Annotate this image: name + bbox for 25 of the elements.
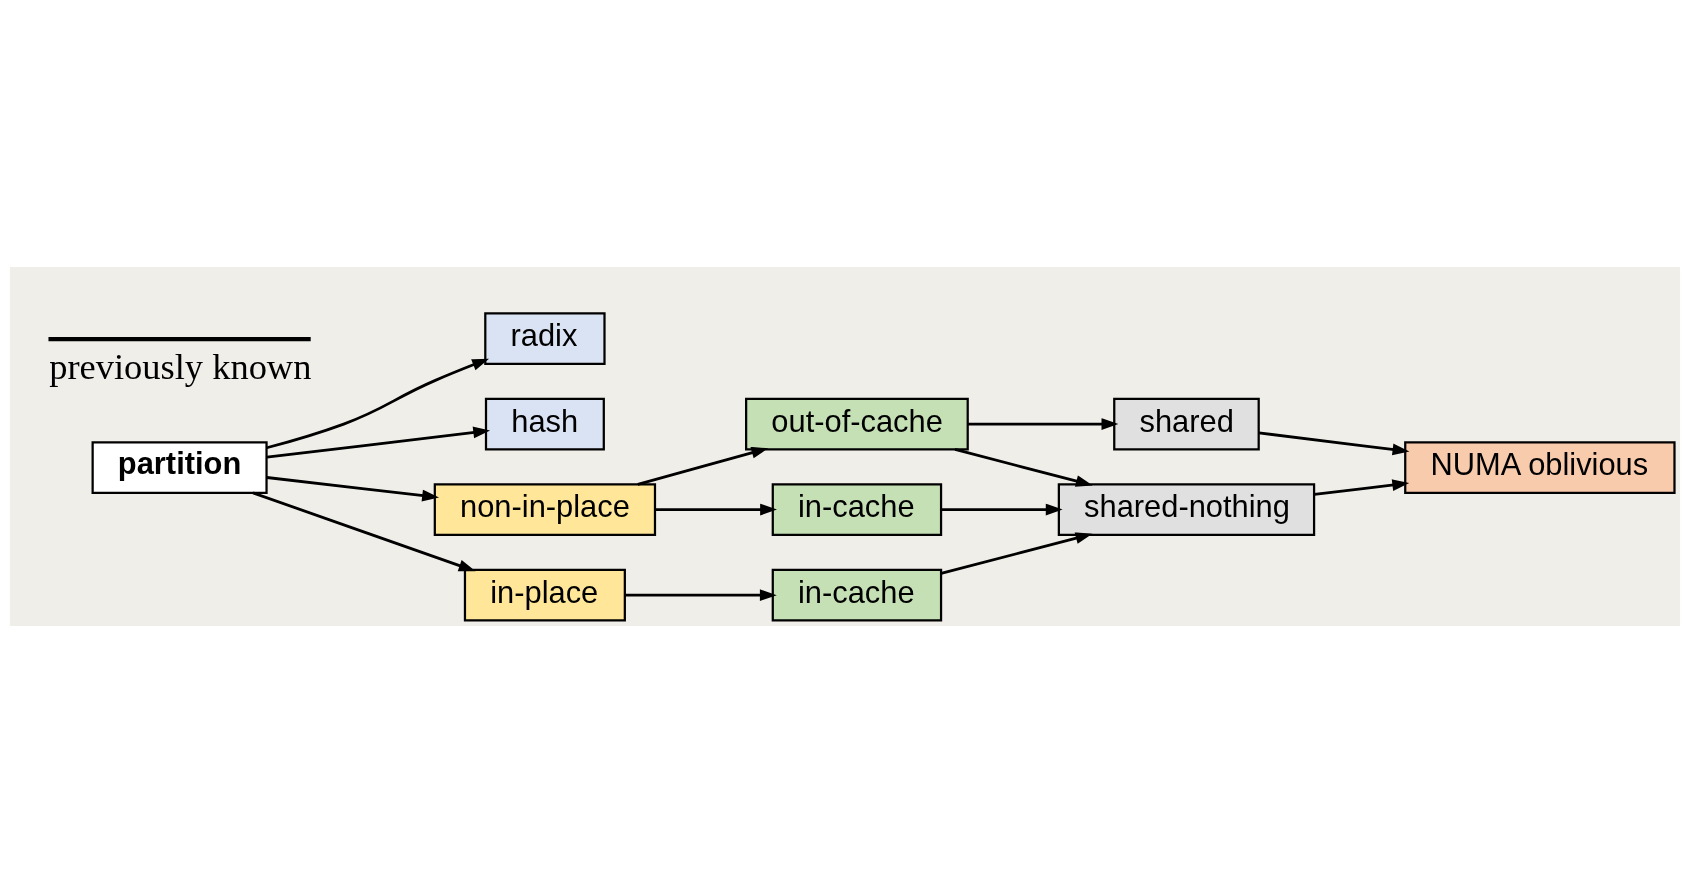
node-box: non-in-place: [433, 482, 657, 536]
arrow: [1314, 478, 1410, 496]
node-box: shared-nothing: [1057, 482, 1316, 536]
node-box: in-cache: [771, 482, 943, 536]
arrow: [637, 446, 769, 486]
arrow: [252, 491, 476, 571]
arrow: [954, 447, 1093, 487]
arrow: [655, 503, 777, 515]
arrow: [266, 426, 491, 459]
arrow: [266, 358, 489, 449]
node-box: radix: [484, 311, 606, 365]
node-box: NUMA oblivious: [1404, 440, 1676, 494]
legend-label: previously known: [49, 346, 312, 387]
node-box: out-of-cache: [745, 397, 969, 450]
node-box: in-cache: [771, 568, 943, 621]
arrow: [941, 503, 1063, 515]
node-box: hash: [484, 397, 605, 450]
arrow: [968, 417, 1119, 430]
arrow: [625, 588, 777, 601]
node-box: partition: [91, 440, 268, 494]
arrow: [1258, 430, 1410, 455]
node-box: shared: [1113, 397, 1260, 450]
arrow: [266, 475, 439, 501]
arrow: [940, 531, 1093, 575]
node-box: in-place: [463, 568, 626, 621]
